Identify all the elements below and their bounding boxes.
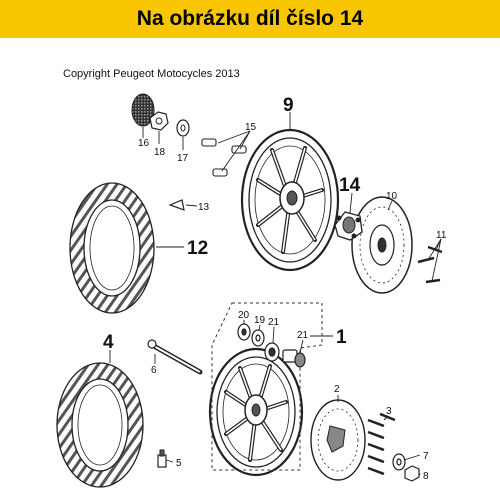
washer-7-nut-8-drawing [392, 453, 420, 482]
rear-brake-disc-drawing [351, 196, 413, 294]
bearings-spacers-drawing [237, 323, 306, 368]
hub-flange-part-14 [334, 211, 363, 241]
axle-drawing [147, 339, 203, 375]
label-part-20: 20 [238, 310, 250, 321]
valve-5-drawing [157, 449, 167, 468]
label-part-2: 2 [334, 384, 340, 395]
banner-title: Na obrázku díl číslo 14 [136, 7, 364, 30]
front-wheel-assembly-outline [211, 302, 323, 471]
label-part-6: 6 [151, 365, 157, 376]
label-part-15: 15 [245, 122, 257, 133]
front-tyre-drawing [56, 362, 144, 488]
valve-13-drawing [168, 199, 185, 211]
label-part-10: 10 [386, 191, 398, 202]
bolts-15-drawing [201, 138, 247, 177]
copyright-text: Copyright Peugeot Motocycles 2013 [63, 68, 240, 80]
label-part-12: 12 [187, 238, 208, 259]
leader-lines [109, 112, 442, 476]
front-wheel-rim-drawing [208, 347, 304, 477]
label-part-9: 9 [283, 95, 294, 116]
label-part-14: 14 [339, 175, 361, 196]
label-part-21-upper: 21 [268, 317, 280, 328]
label-part-8: 8 [423, 471, 429, 482]
label-part-16: 16 [138, 138, 150, 149]
bolts-3-drawing [367, 412, 396, 476]
label-part-18: 18 [154, 147, 166, 158]
label-part-5: 5 [176, 458, 182, 469]
label-part-7: 7 [423, 451, 429, 462]
washer-17-drawing [176, 119, 190, 137]
label-part-3: 3 [386, 406, 392, 417]
label-part-19: 19 [254, 315, 266, 326]
label-part-17: 17 [177, 153, 189, 164]
label-part-13: 13 [198, 202, 210, 213]
rear-tyre-drawing [69, 182, 155, 314]
title-banner: Na obrázku díl číslo 14 [0, 0, 500, 38]
label-part-4: 4 [103, 332, 114, 353]
mesh-disc-16 [131, 93, 155, 127]
front-brake-disc-drawing [310, 399, 366, 481]
label-part-21-lower: 21 [297, 330, 309, 341]
label-part-1: 1 [336, 327, 347, 348]
nut-18-drawing [149, 111, 169, 131]
rear-wheel-rim-drawing [240, 128, 340, 272]
label-part-11: 11 [436, 230, 447, 241]
